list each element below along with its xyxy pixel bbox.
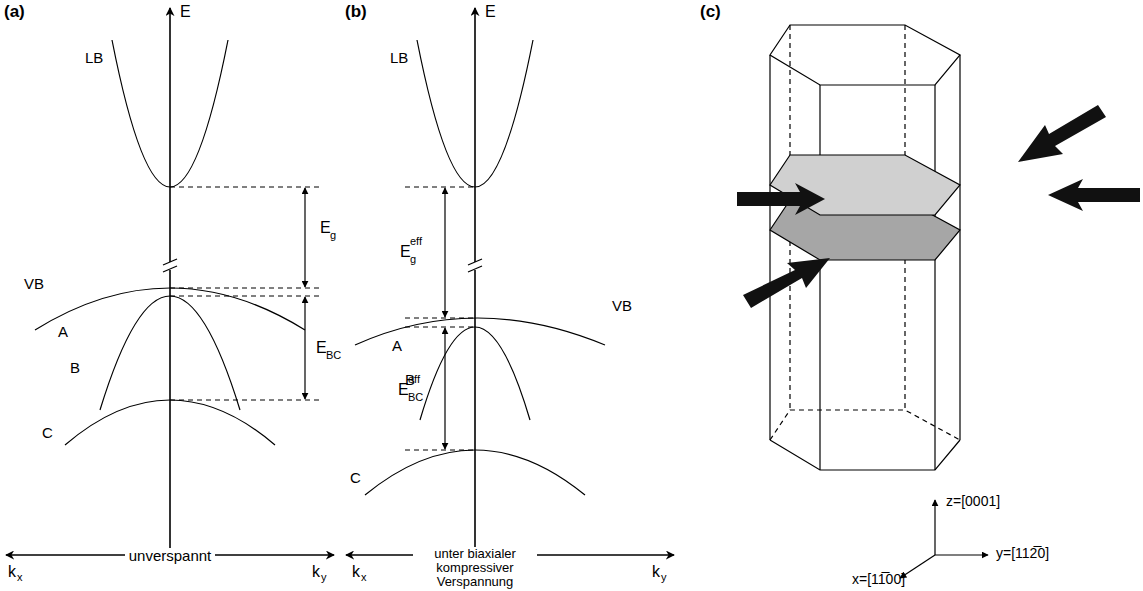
panel-label: (c) [700,3,721,20]
subscript: x [361,572,367,583]
axis-break [163,259,177,265]
split-arrow [304,297,305,399]
band-label: LB [390,50,408,65]
superscript: eff [408,374,420,385]
gap-label: E [400,244,411,260]
band-label: A [392,338,402,353]
axis-label: k [352,564,360,580]
band-label: LB [85,50,103,65]
valence-band-b [420,327,530,420]
direction-label: z=[0001] [946,494,1000,508]
energy-axis [169,8,171,555]
direction-label: x=[11̅00] [852,572,905,586]
band-label: VB [612,298,632,313]
subscript: g [410,254,416,265]
split-arrow [444,328,445,449]
axis-label: E [180,4,191,20]
subscript: x [17,572,23,583]
subscript: BC [408,392,423,403]
direction-label: y=[112̅0] [996,546,1049,560]
band-label: VB [24,276,44,291]
conduction-band [417,40,533,187]
axis-label: k [652,564,660,580]
gap-label: E [398,382,409,398]
gap-label: E [316,340,327,356]
axis-label: E [485,4,496,20]
subscript: BC [326,350,341,361]
subscript: y [321,572,327,583]
crystal-axes [900,500,988,578]
gap-arrow [444,188,445,317]
condition-label: unter biaxialer kompressiver Verspannung [413,547,537,589]
gap-label: E [320,220,331,236]
band-label: A [58,324,68,339]
axis-label: k [8,564,16,580]
superscript: eff [410,236,422,247]
band-label: C [42,425,53,440]
valence-band-b [100,296,240,410]
valence-band-c [65,400,275,445]
valence-band-a [35,288,305,330]
conduction-band [112,40,228,187]
energy-axis [474,8,476,555]
valence-band-c [365,450,585,495]
panel-label: (a) [4,3,25,20]
stress-arrows [737,105,1140,308]
band-label: C [350,470,361,485]
subscript: y [661,572,667,583]
band-label: B [70,360,80,375]
condition-label: unverspannt [125,548,216,563]
hexagonal-prism [770,25,960,470]
gap-arrow [304,188,305,287]
axis-break [163,266,177,272]
subscript: g [330,230,336,241]
axis-label: k [312,564,320,580]
panel-label: (b) [345,3,367,20]
